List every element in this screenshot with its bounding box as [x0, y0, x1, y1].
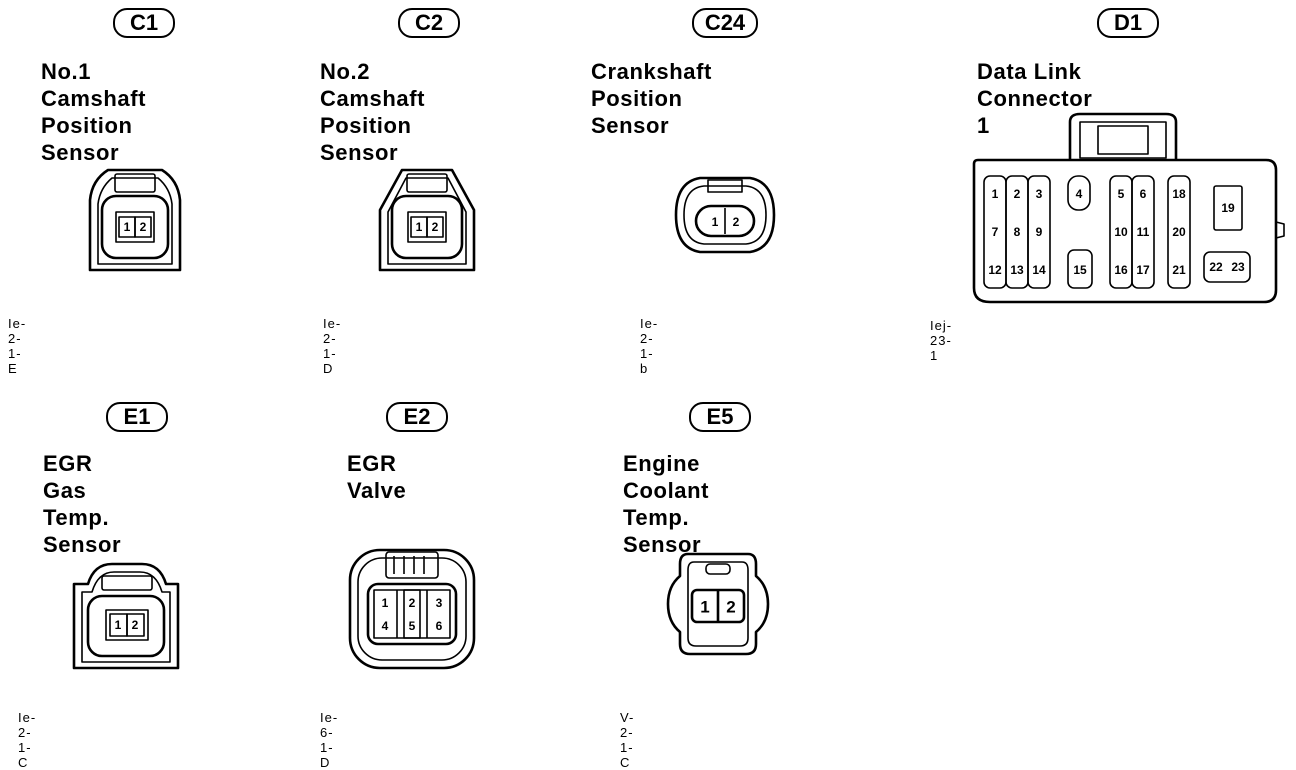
pin-label: 4	[382, 619, 389, 633]
pin-label: 22	[1209, 260, 1223, 274]
pin-label: 2	[140, 220, 147, 234]
pin-label: 4	[1076, 187, 1083, 201]
pin-label: 2	[1014, 187, 1021, 201]
pin-label: 9	[1036, 225, 1043, 239]
reference-code: Ie-2-1-D	[323, 316, 342, 376]
reference-code: Ie-6-1-D	[320, 710, 339, 770]
pin-label: 8	[1014, 225, 1021, 239]
pin-label: 1	[115, 618, 122, 632]
connector-code-badge: E1	[106, 402, 168, 432]
pin-label: 5	[409, 619, 416, 633]
connector-c1-diagram: 1 2	[88, 168, 182, 272]
reference-code: Ie-2-1-E	[8, 316, 27, 376]
connector-code-badge: C1	[113, 8, 175, 38]
pin-label: 2	[733, 215, 740, 229]
pin-label: 1	[992, 187, 999, 201]
connector-e5-diagram: 1 2	[666, 552, 770, 656]
pin-label: 1	[124, 220, 131, 234]
pin-label: 1	[416, 220, 423, 234]
pin-label: 6	[436, 619, 443, 633]
pin-label: 21	[1172, 263, 1186, 277]
pin-label: 2	[432, 220, 439, 234]
pin-label: 15	[1073, 263, 1087, 277]
pin-label: 13	[1010, 263, 1024, 277]
connector-e2-diagram: 1 2 3 4 5 6	[348, 548, 476, 670]
connector-d1-diagram: 1 2 3 4 5 6 7 8 9 10 11 12 13 14 15 16 1…	[972, 112, 1285, 304]
connector-c2-diagram: 1 2	[378, 168, 476, 272]
connector-title: No.1 Camshaft Position Sensor	[41, 59, 147, 165]
connector-code-badge: E5	[689, 402, 751, 432]
connector-title: Crankshaft Position Sensor	[591, 59, 712, 138]
reference-code: Ie-2-1-b	[640, 316, 659, 376]
pin-label: 11	[1137, 225, 1150, 239]
pin-label: 3	[1036, 187, 1043, 201]
pin-label: 2	[409, 596, 416, 610]
connector-e1-diagram: 1 2	[72, 562, 180, 670]
pin-label: 20	[1172, 225, 1186, 239]
connector-title: EGR Valve	[347, 451, 407, 503]
pin-label: 16	[1114, 263, 1128, 277]
pin-label: 17	[1136, 263, 1150, 277]
connector-c24-diagram: 1 2	[674, 176, 776, 254]
pin-label: 1	[382, 596, 389, 610]
pin-label: 10	[1114, 225, 1128, 239]
pin-label: 19	[1221, 201, 1235, 215]
connector-code-badge: D1	[1097, 8, 1159, 38]
pin-label: 3	[436, 596, 443, 610]
pin-label: 7	[992, 225, 999, 239]
reference-code: Iej-23-1	[930, 318, 953, 363]
connector-code-badge: C24	[692, 8, 758, 38]
pin-label: 2	[726, 598, 735, 617]
pin-label: 6	[1140, 187, 1147, 201]
reference-code: V-2-1-C	[620, 710, 635, 770]
pin-label: 5	[1118, 187, 1125, 201]
pin-label: 23	[1231, 260, 1245, 274]
pin-label: 12	[988, 263, 1002, 277]
reference-code: Ie-2-1-C	[18, 710, 37, 770]
pin-label: 14	[1032, 263, 1046, 277]
connector-title: Data Link Connector 1	[977, 59, 1093, 138]
pin-label: 1	[700, 598, 709, 617]
connector-title: Engine Coolant Temp. Sensor	[623, 451, 710, 557]
connector-title: EGR Gas Temp. Sensor	[43, 451, 122, 557]
connector-title: No.2 Camshaft Position Sensor	[320, 59, 426, 165]
connector-code-badge: C2	[398, 8, 460, 38]
connector-code-badge: E2	[386, 402, 448, 432]
pin-label: 1	[712, 215, 719, 229]
pin-label: 2	[132, 618, 139, 632]
pin-label: 18	[1172, 187, 1186, 201]
